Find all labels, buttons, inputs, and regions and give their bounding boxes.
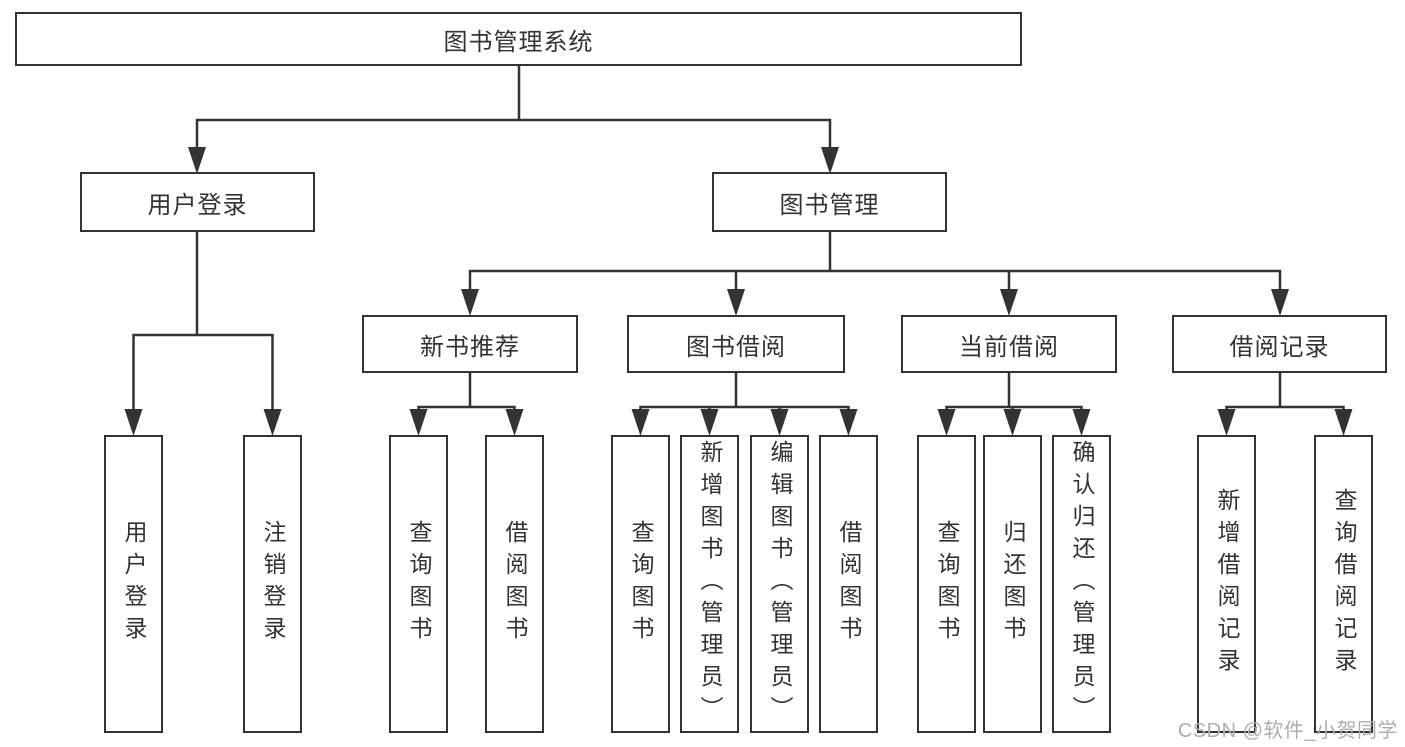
leaf-return-books: 归还图书 — [983, 435, 1042, 733]
arrowhead — [631, 409, 650, 436]
arrowhead — [821, 147, 839, 174]
leaf-query-borrow-record: 查询借阅记录 — [1314, 435, 1373, 733]
leaf-add-borrow-record: 新增借阅记录 — [1197, 435, 1256, 733]
arrowhead — [1072, 409, 1091, 436]
arrowhead — [937, 409, 956, 436]
leaf-borrow-books-newbook: 借阅图书 — [485, 435, 544, 733]
connector-book-borrow — [639, 373, 850, 412]
leaf-add-book-admin: 新增图书（管理员） — [680, 435, 739, 733]
arrowhead — [700, 409, 719, 436]
arrowhead — [1334, 409, 1353, 436]
leaf-user-login: 用户登录 — [104, 435, 163, 733]
arrowhead — [263, 409, 282, 436]
arrowhead — [1000, 289, 1018, 316]
leaf-query-books-current: 查询图书 — [917, 435, 976, 733]
arrowhead — [727, 289, 745, 316]
leaf-logout: 注销登录 — [243, 435, 302, 733]
leaf-confirm-return-admin: 确认归还（管理员） — [1052, 435, 1111, 733]
node-book-management: 图书管理 — [712, 172, 947, 232]
arrowhead — [461, 289, 479, 316]
arrowhead — [409, 409, 428, 436]
arrowhead — [188, 147, 206, 174]
connector-user-login — [132, 232, 274, 412]
connector-book-management — [468, 232, 1282, 292]
connector-root — [195, 66, 832, 150]
arrowhead — [124, 409, 143, 436]
connector-new-book — [417, 373, 516, 412]
leaf-edit-book-admin: 编辑图书（管理员） — [750, 435, 809, 733]
arrowhead — [770, 409, 789, 436]
node-root-system: 图书管理系统 — [15, 12, 1022, 66]
arrowhead — [1217, 409, 1236, 436]
watermark: CSDN @软件_小贺同学 — [1177, 720, 1398, 742]
arrowhead — [839, 409, 858, 436]
leaf-query-books-borrow: 查询图书 — [611, 435, 670, 733]
node-new-book-recommend: 新书推荐 — [362, 315, 578, 373]
connector-borrow-records — [1225, 373, 1345, 412]
arrowhead — [505, 409, 524, 436]
arrowhead — [1003, 409, 1022, 436]
connector-current-borrow — [945, 373, 1083, 412]
leaf-borrow-books-borrow: 借阅图书 — [819, 435, 878, 733]
node-borrow-records: 借阅记录 — [1172, 315, 1387, 373]
node-user-login: 用户登录 — [80, 172, 315, 232]
leaf-query-books-newbook: 查询图书 — [389, 435, 448, 733]
node-current-borrow: 当前借阅 — [901, 315, 1117, 373]
node-book-borrow: 图书借阅 — [627, 315, 845, 373]
arrowhead — [1271, 289, 1289, 316]
